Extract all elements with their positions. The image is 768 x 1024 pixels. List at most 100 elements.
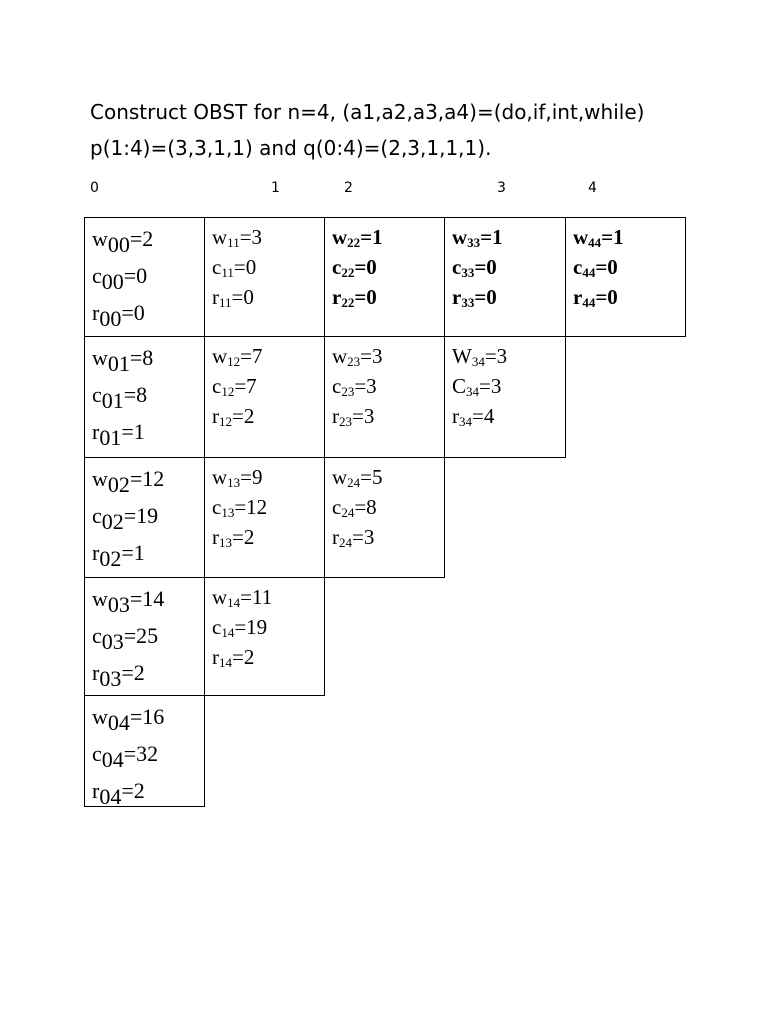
cell-entry-c24: c24=8 <box>332 492 444 522</box>
entry-variable: c <box>212 615 222 639</box>
cell-entry-c34: C34=3 <box>452 371 565 401</box>
entry-variable: r <box>332 285 342 309</box>
entry-variable: c <box>332 255 342 279</box>
entry-subscript: 24 <box>341 505 355 520</box>
entry-subscript: 00 <box>107 232 130 257</box>
entry-variable: r <box>332 525 339 549</box>
entry-variable: r <box>212 525 219 549</box>
cell-entry-r23: r23=3 <box>332 401 444 431</box>
entry-variable: w <box>92 704 108 729</box>
entry-subscript: 33 <box>467 235 481 250</box>
entry-subscript: 22 <box>341 295 355 310</box>
entry-subscript: 44 <box>582 295 596 310</box>
entry-subscript: 00 <box>99 306 122 331</box>
entry-variable: r <box>92 419 100 444</box>
entry-value: =8 <box>354 495 377 519</box>
entry-value: =0 <box>233 255 257 279</box>
entry-variable: C <box>452 374 467 398</box>
entry-subscript: 14 <box>221 625 235 640</box>
entry-value: =0 <box>474 285 497 309</box>
cell-entry-w04: w04=16 <box>92 698 204 735</box>
entry-value: =2 <box>121 778 145 803</box>
entry-subscript: 11 <box>219 295 232 310</box>
cell-entry-w24: w24=5 <box>332 462 444 492</box>
entry-value: =8 <box>123 382 148 407</box>
cell-entry-r22: r22=0 <box>332 282 444 312</box>
entry-variable: r <box>452 404 459 428</box>
entry-subscript: 12 <box>219 414 232 429</box>
cell-entry-r24: r24=3 <box>332 522 444 552</box>
cell-entry-w02: w02=12 <box>92 460 204 497</box>
cell-entry-c04: c04=32 <box>92 735 204 772</box>
entry-subscript: 04 <box>99 784 122 809</box>
entry-variable: c <box>92 741 102 766</box>
entry-variable: w <box>212 465 228 489</box>
entry-subscript: 00 <box>101 269 124 294</box>
entry-value: =9 <box>240 465 263 489</box>
cell-entry-r34: r34=4 <box>452 401 565 431</box>
column-label-2: 2 <box>344 180 353 196</box>
cell-entry-c02: c02=19 <box>92 497 204 534</box>
entry-variable: r <box>332 404 339 428</box>
entry-subscript: 34 <box>459 414 472 429</box>
entry-value: =3 <box>239 225 263 249</box>
entry-variable: w <box>92 345 108 370</box>
entry-variable: r <box>212 285 219 309</box>
entry-variable: c <box>452 255 462 279</box>
cell-entry-r11: r11=0 <box>212 282 324 312</box>
entry-value: =0 <box>231 285 254 309</box>
entry-variable: w <box>332 465 348 489</box>
entry-subscript: 01 <box>107 351 130 376</box>
cell-entry-r33: r33=0 <box>452 282 565 312</box>
entry-value: =32 <box>123 741 159 766</box>
entry-variable: c <box>332 495 342 519</box>
entry-value: =11 <box>240 585 273 609</box>
entry-variable: c <box>92 623 102 648</box>
entry-value: =0 <box>121 300 145 325</box>
cell-entry-c01: c01=8 <box>92 376 204 413</box>
entry-value: =2 <box>232 404 255 428</box>
entry-value: =19 <box>234 615 268 639</box>
entry-value: =19 <box>123 503 159 528</box>
cell-entry-w13: w13=9 <box>212 462 324 492</box>
entry-subscript: 33 <box>461 265 475 280</box>
cell-entry-c03: c03=25 <box>92 617 204 654</box>
entry-subscript: 03 <box>99 666 122 691</box>
entry-value: =0 <box>354 255 377 279</box>
entry-variable: r <box>212 645 219 669</box>
entry-subscript: 13 <box>221 505 235 520</box>
entry-subscript: 01 <box>101 388 124 413</box>
entry-value: =0 <box>595 255 618 279</box>
entry-subscript: 03 <box>101 629 124 654</box>
entry-variable: w <box>212 344 228 368</box>
entry-value: =1 <box>121 419 145 444</box>
column-label-1: 1 <box>271 180 280 196</box>
entry-value: =3 <box>352 404 375 428</box>
cell-entry-r01: r01=1 <box>92 413 204 450</box>
cell-entry-c13: c13=12 <box>212 492 324 522</box>
entry-subscript: 11 <box>221 265 234 280</box>
entry-variable: c <box>332 374 342 398</box>
entry-value: =4 <box>472 404 495 428</box>
entry-value: =0 <box>123 263 148 288</box>
entry-value: =12 <box>129 466 165 491</box>
cell-entry-r04: r04=2 <box>92 772 204 809</box>
entry-subscript: 02 <box>101 509 124 534</box>
entry-value: =0 <box>474 255 497 279</box>
entry-value: =1 <box>480 225 503 249</box>
cell-entry-r44: r44=0 <box>573 282 685 312</box>
entry-variable: r <box>92 778 100 803</box>
entry-value: =0 <box>595 285 618 309</box>
cell-entry-c44: c44=0 <box>573 252 685 282</box>
entry-subscript: 01 <box>99 425 122 450</box>
entry-subscript: 02 <box>99 546 122 571</box>
